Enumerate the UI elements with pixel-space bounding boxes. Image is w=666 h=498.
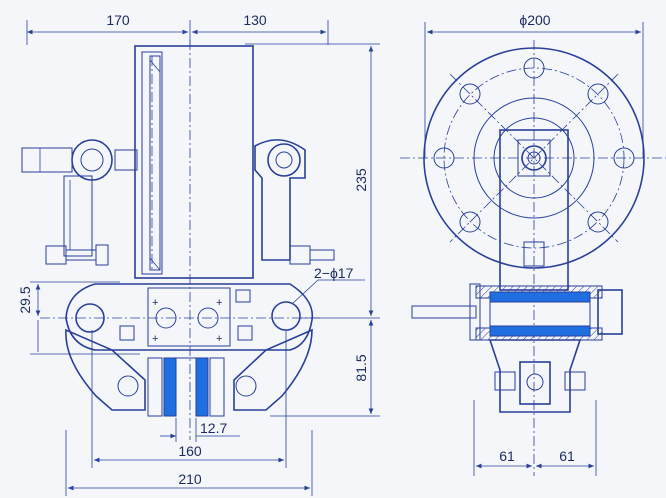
bolt-hole-left <box>433 147 455 169</box>
bolt-hole-top <box>523 57 545 79</box>
diag-line-2 <box>449 73 619 243</box>
dim-210: 210 <box>178 471 202 487</box>
plus-mark-4: + <box>216 333 222 345</box>
side-center-bolt <box>527 151 541 165</box>
dim-61-left: 61 <box>499 448 515 464</box>
center-bolt-left <box>155 307 177 329</box>
left-spring-column <box>63 175 93 257</box>
bolt-hole-bottom-left <box>459 211 481 233</box>
left-shoe-arm <box>65 328 146 411</box>
side-mid-nut <box>523 241 545 267</box>
right-bolt-shank <box>309 249 335 261</box>
center-bolt-right <box>197 307 219 329</box>
magnet-housing <box>134 45 254 279</box>
right-small-nut <box>237 325 253 341</box>
push-rod-tube <box>141 51 163 275</box>
right-shoe-back <box>209 357 225 417</box>
dim-61-right: 61 <box>559 448 575 464</box>
front-view: 170 130 235 81.5 29.5 <box>17 12 380 496</box>
bolt-hole-right <box>613 147 635 169</box>
dim-81-5: 81.5 <box>353 354 369 381</box>
right-brake-lining <box>195 357 209 417</box>
right-shoe-arm <box>233 328 313 411</box>
side-lining-top <box>489 291 591 303</box>
left-nut <box>114 149 138 171</box>
base-plate <box>65 283 314 351</box>
right-bolt-nut <box>289 245 311 265</box>
dim-phi200: ϕ200 <box>519 12 550 28</box>
side-lower-shoe <box>519 361 551 405</box>
dim-2-phi17: 2−ϕ17 <box>314 265 354 281</box>
left-shoe-pin <box>117 375 139 397</box>
rod-detail-2 <box>149 257 161 271</box>
bolt-hole-bottom-right <box>587 211 609 233</box>
dim-170: 170 <box>106 12 130 28</box>
left-bolt-nut <box>95 244 109 266</box>
push-rod <box>149 55 161 271</box>
dim-12-7: 12.7 <box>200 420 227 436</box>
left-bolt-head <box>45 245 67 265</box>
left-brake-lining <box>163 357 177 417</box>
plus-mark-2: + <box>216 297 222 309</box>
side-lower-nut-right <box>564 371 586 391</box>
side-lower-pin <box>526 373 544 391</box>
right-shoe-pin <box>235 375 257 397</box>
side-bore <box>489 301 591 327</box>
side-view: ϕ200 <box>400 12 666 476</box>
side-lower-nut-left <box>494 371 516 391</box>
dim-160: 160 <box>178 443 202 459</box>
right-mount-hole <box>271 301 301 331</box>
leader-line-2phi17 <box>291 279 319 305</box>
right-arm <box>254 139 306 261</box>
right-pivot-inner <box>275 151 293 169</box>
plus-mark-1: + <box>152 297 158 309</box>
side-center-nut <box>521 145 547 171</box>
right-upper-nut <box>235 289 251 303</box>
side-left-flange <box>469 283 481 341</box>
side-lining-bottom <box>489 325 591 337</box>
left-pivot-inner <box>80 148 104 172</box>
diag-line-1 <box>449 73 619 243</box>
right-pivot-outer <box>267 143 301 177</box>
dim-130: 130 <box>243 12 267 28</box>
side-lower-bracket <box>488 339 582 413</box>
side-shaft <box>411 305 477 319</box>
left-small-nut <box>119 325 135 341</box>
plus-mark-3: + <box>152 333 158 345</box>
bolt-hole-top-right <box>587 83 609 105</box>
center-block <box>147 287 231 347</box>
left-pivot-outer <box>71 139 113 181</box>
dim-29-5: 29.5 <box>17 286 33 313</box>
dim-235: 235 <box>353 168 369 192</box>
left-shoe-back <box>147 357 163 417</box>
side-top-block <box>517 139 551 177</box>
left-shaft <box>21 147 73 173</box>
side-end-cap <box>597 289 623 335</box>
rod-detail-1 <box>149 59 161 73</box>
left-mount-hole <box>75 303 105 333</box>
bolt-hole-top-left <box>459 83 481 105</box>
